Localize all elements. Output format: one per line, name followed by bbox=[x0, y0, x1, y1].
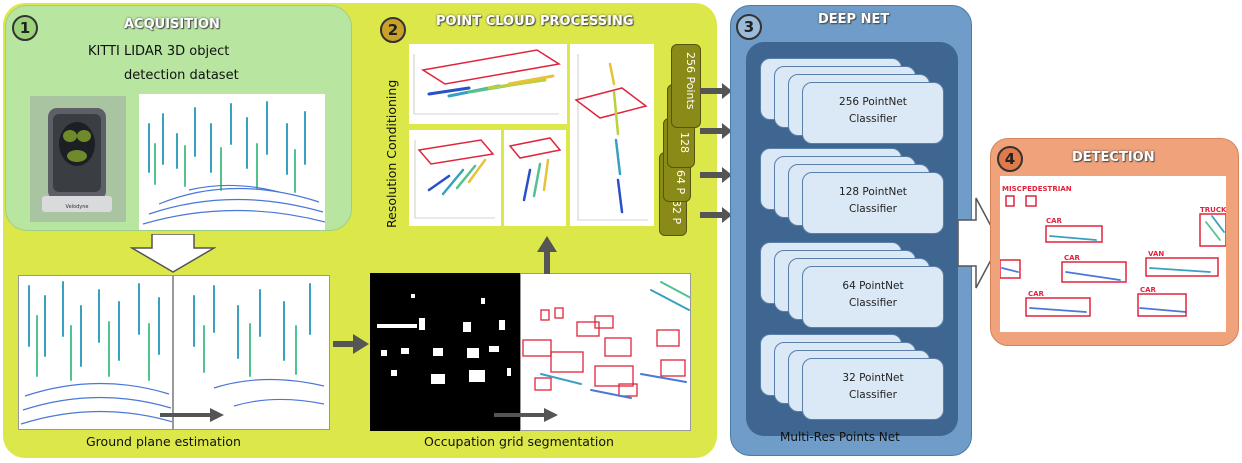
arrow-ground-to-occupation bbox=[333, 334, 369, 354]
occupation-grid-image bbox=[370, 273, 520, 431]
detection-label-car-4: CAR bbox=[1140, 286, 1157, 294]
ground-plane-image-left bbox=[18, 275, 173, 430]
detection-label-car-1: CAR bbox=[1046, 217, 1063, 225]
detection-label-car-3: CAR bbox=[1028, 290, 1045, 298]
arrow-acquisition-to-ground bbox=[130, 234, 216, 273]
arrow-occupation-to-processing bbox=[537, 236, 557, 274]
detection-image: MISC PEDESTRIAN CAR TRUCK CAR VAN CAR CA… bbox=[1000, 176, 1226, 332]
detection-label-truck: TRUCK bbox=[1200, 206, 1226, 214]
arrow-deepnet-to-detection bbox=[958, 197, 1001, 289]
resolution-tab-256 bbox=[671, 44, 701, 128]
classifier-128-line2: Classifier bbox=[849, 203, 897, 215]
velodyne-logo: Velodyne bbox=[66, 204, 89, 210]
ground-plane-image-right bbox=[173, 275, 330, 430]
deepnet-footer: Multi-Res Points Net bbox=[780, 430, 900, 444]
resolution-label-128: 128 bbox=[678, 132, 691, 153]
processing-3d-plot-left bbox=[409, 130, 501, 226]
classifier-128-line1: 128 PointNet bbox=[839, 186, 907, 198]
ground-plane-caption: Ground plane estimation bbox=[86, 434, 241, 449]
lidar-sensor-image: Velodyne bbox=[30, 96, 126, 222]
step-number-1: 1 bbox=[12, 15, 38, 41]
processing-3d-plot-middle bbox=[504, 130, 566, 226]
processing-3d-plot-main bbox=[409, 44, 567, 124]
occupation-segmentation-image bbox=[520, 273, 691, 431]
acquisition-point-cloud bbox=[139, 94, 325, 230]
detection-label-pedestrian: PEDESTRIAN bbox=[1022, 185, 1072, 193]
classifier-256-line2: Classifier bbox=[849, 113, 897, 125]
detection-label-car-2: CAR bbox=[1064, 254, 1081, 262]
classifier-card-256 bbox=[802, 82, 944, 144]
classifier-64-line1: 64 PointNet bbox=[842, 280, 904, 292]
detection-label-van: VAN bbox=[1148, 250, 1164, 258]
processing-3d-plot-tall bbox=[570, 44, 654, 226]
step-number-2: 2 bbox=[380, 17, 406, 43]
classifier-card-128 bbox=[802, 172, 944, 234]
occupation-small-arrow bbox=[494, 408, 558, 422]
acquisition-title: ACQUISITION bbox=[124, 17, 220, 32]
classifier-256-line1: 256 PointNet bbox=[839, 96, 907, 108]
deepnet-title: DEEP NET bbox=[818, 12, 890, 27]
resolution-conditioning-label: Resolution Conditioning bbox=[384, 79, 399, 228]
resolution-label-32: 32 P bbox=[670, 200, 683, 225]
classifier-32-line2: Classifier bbox=[849, 389, 897, 401]
classifier-32-line1: 32 PointNet bbox=[842, 372, 904, 384]
acquisition-subtitle-line1: KITTI LIDAR 3D object bbox=[88, 44, 230, 59]
ground-plane-small-arrow bbox=[160, 408, 224, 422]
classifier-64-line2: Classifier bbox=[849, 297, 897, 309]
classifier-card-32 bbox=[802, 358, 944, 420]
processing-title: POINT CLOUD PROCESSING bbox=[436, 14, 634, 29]
resolution-label-256: 256 Points bbox=[684, 52, 697, 110]
resolution-label-64: 64 P bbox=[674, 170, 687, 195]
acquisition-subtitle-line2: detection dataset bbox=[124, 68, 239, 83]
classifier-card-64 bbox=[802, 266, 944, 328]
step-number-3: 3 bbox=[736, 14, 762, 40]
occupation-caption: Occupation grid segmentation bbox=[424, 434, 614, 449]
arrows-resolution-to-deepnet bbox=[700, 83, 732, 223]
detection-label-misc: MISC bbox=[1002, 185, 1022, 193]
detection-title: DETECTION bbox=[1072, 150, 1155, 165]
step-number-4: 4 bbox=[997, 146, 1023, 172]
